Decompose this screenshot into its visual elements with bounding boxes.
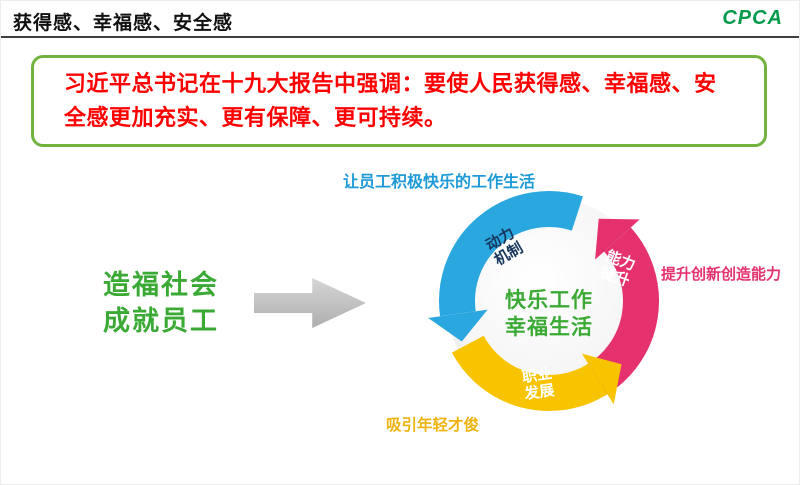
cycle-center-text: 快乐工作 幸福生活 — [479, 287, 619, 341]
cycle-arrow-motivation-arc — [439, 191, 583, 317]
cycle-arrow-career-head — [581, 353, 622, 405]
right-block-arrow-shape — [254, 278, 366, 328]
cycle-arrow-career-arc — [451, 335, 608, 411]
cycle-arrow-motivation-head — [428, 309, 488, 342]
label-right-innovation: 提升创新创造能力 — [661, 266, 782, 283]
left-slogan-line1: 造福社会 — [103, 270, 219, 300]
cycle-arrow-motivation — [428, 191, 583, 342]
cycle-center-line1: 快乐工作 — [505, 289, 593, 312]
cycle-arrow-ability-head — [595, 218, 640, 260]
left-slogan: 造福社会 成就员工 — [91, 267, 231, 339]
label-top-work-life: 让员工积极快乐的工作生活 — [343, 174, 536, 191]
cycle-arrow-career — [451, 335, 622, 411]
cycle-arrow-career-label-line1: 职业 — [521, 365, 553, 386]
quote-box: 习近平总书记在十九大报告中强调：要使人民获得感、幸福感、安全感更加充实、更有保障… — [31, 55, 767, 147]
cycle-arrow-career-label-line2: 发展 — [522, 381, 555, 403]
cpca-logo: CPCA — [722, 7, 783, 29]
page-title: 获得感、幸福感、安全感 — [13, 13, 234, 34]
quote-text: 习近平总书记在十九大报告中强调：要使人民获得感、幸福感、安全感更加充实、更有保障… — [64, 71, 717, 130]
label-bottom-young-talent: 吸引年轻才俊 — [386, 417, 480, 434]
header-divider — [1, 36, 799, 38]
cycle-center-line2: 幸福生活 — [505, 316, 593, 339]
cycle-arrow-career-label: 职业 发展 — [521, 365, 555, 403]
cycle-diagram: 动力 机制 能力 提升 职业 发展 — [428, 191, 659, 411]
left-slogan-line2: 成就员工 — [103, 306, 219, 336]
